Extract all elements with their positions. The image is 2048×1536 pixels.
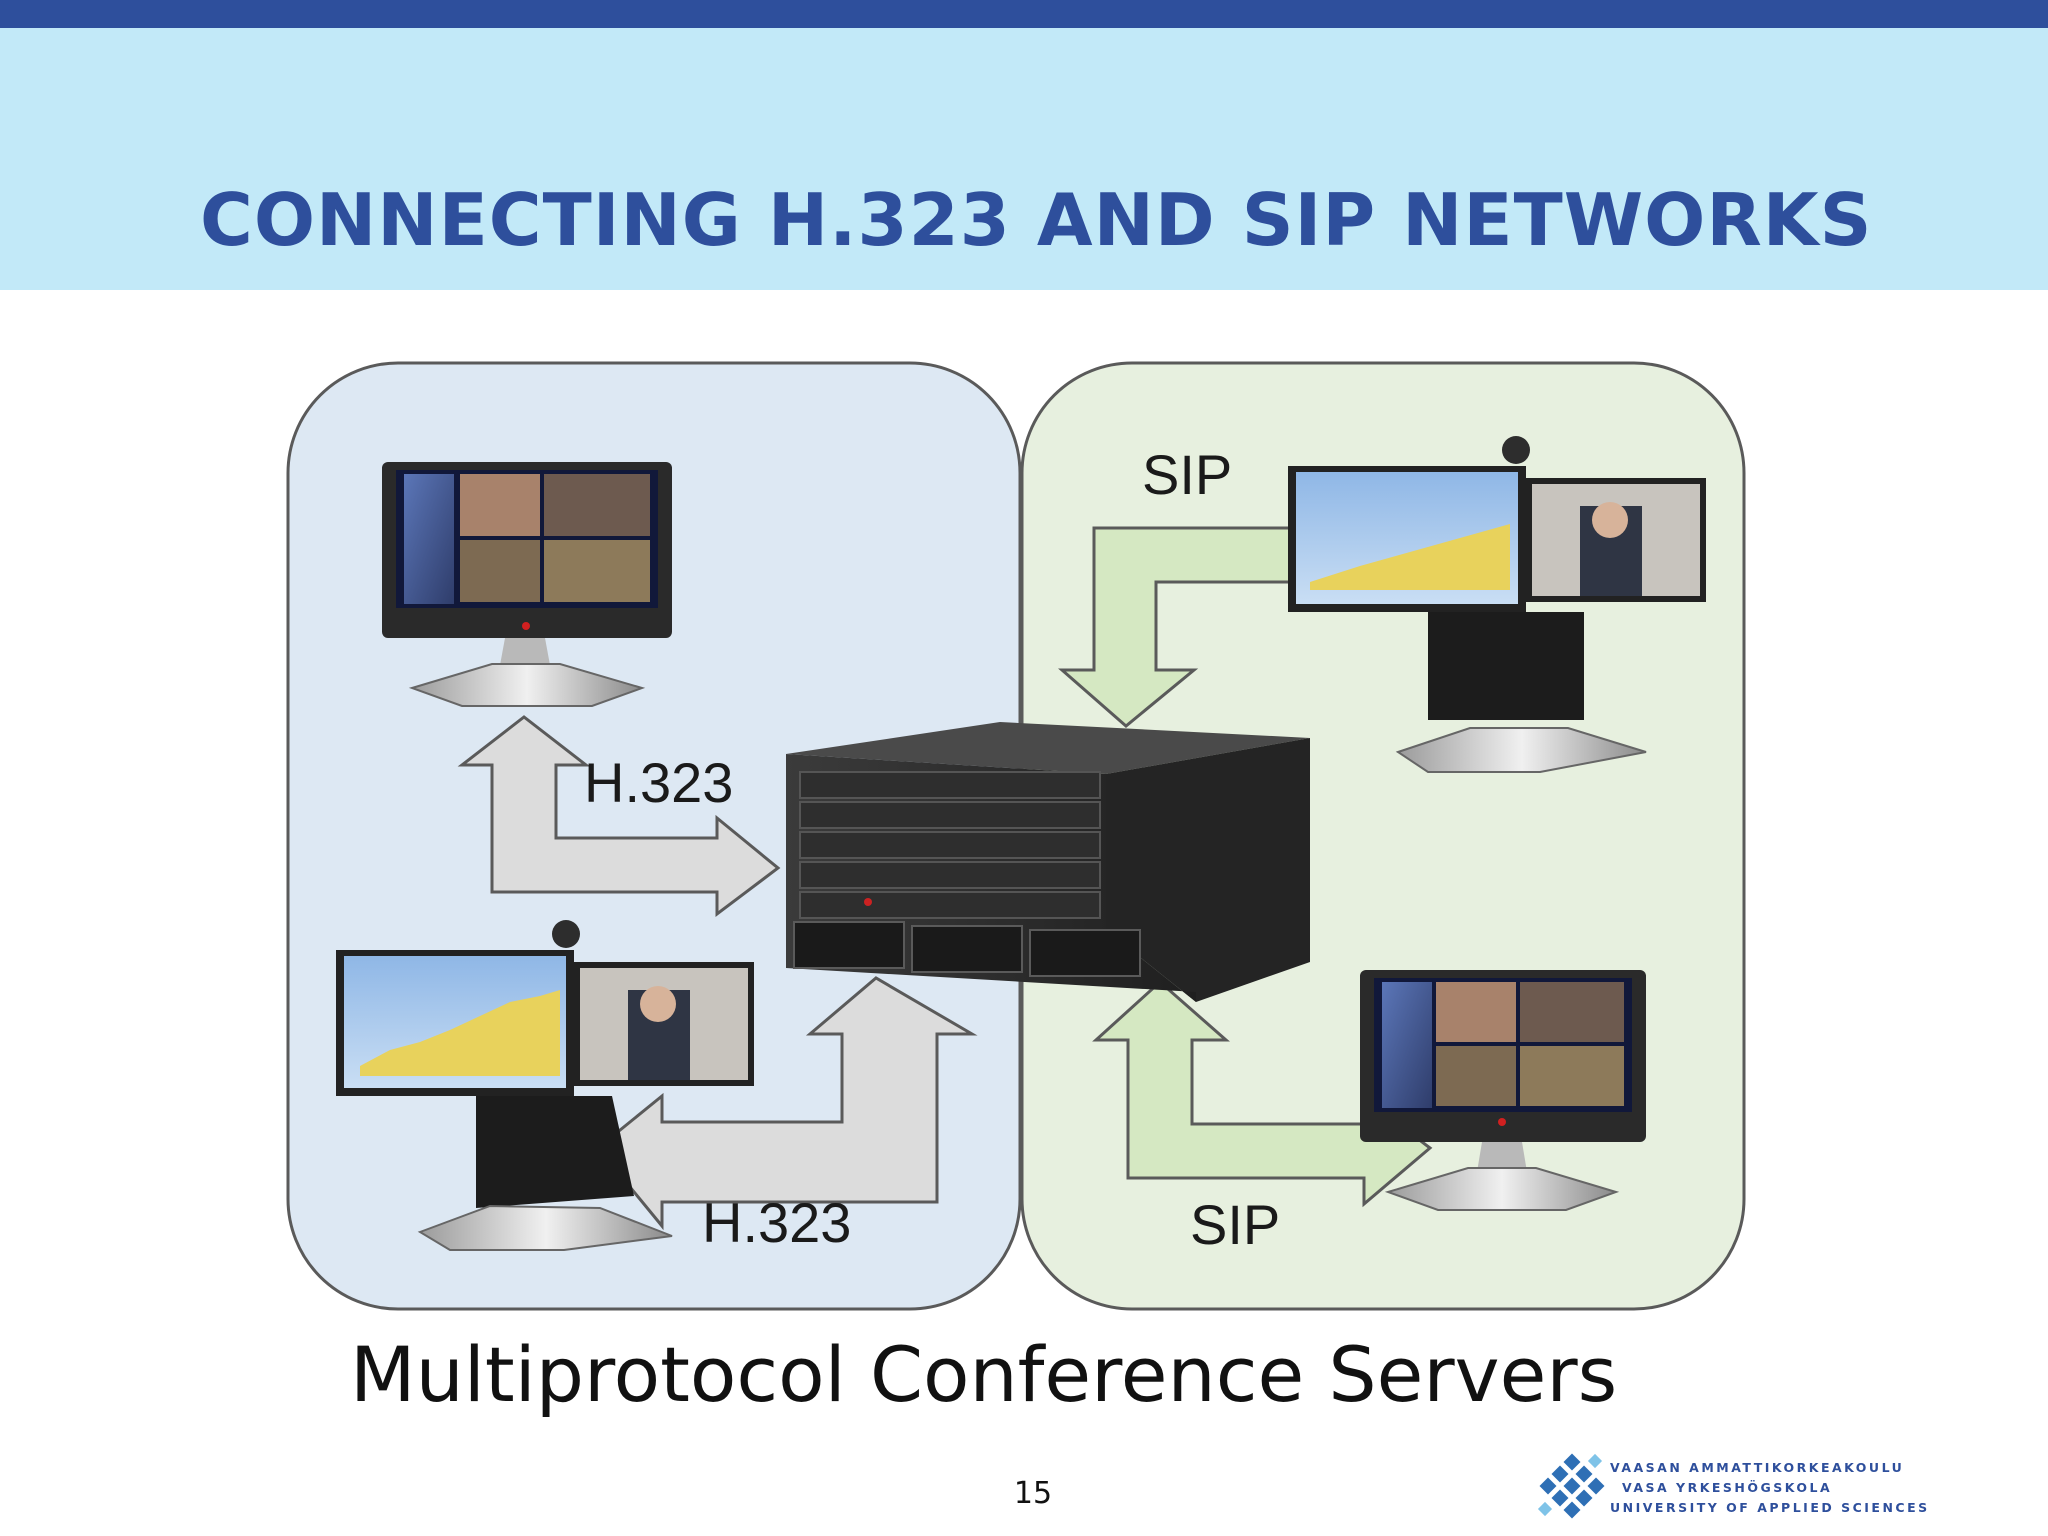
conference-server-chassis bbox=[786, 722, 1310, 1002]
h323-label-bottom: H.323 bbox=[702, 1191, 851, 1254]
header-band bbox=[0, 28, 2048, 290]
diagram-caption: Multiprotocol Conference Servers bbox=[350, 1330, 1618, 1419]
sip-label-bottom: SIP bbox=[1190, 1193, 1280, 1256]
logo-line-swedish: VASA YRKESHÖGSKOLA bbox=[1622, 1480, 1833, 1495]
executive-dual-display-endpoint-sip bbox=[1288, 436, 1706, 773]
diamond-grid-logo-icon bbox=[1537, 1453, 1605, 1519]
sip-label-top: SIP bbox=[1142, 443, 1232, 506]
executive-dual-display-endpoint-h323 bbox=[336, 920, 754, 1251]
desktop-monitor-endpoint-sip bbox=[1360, 970, 1646, 1211]
logo-line-english: UNIVERSITY OF APPLIED SCIENCES bbox=[1610, 1500, 1930, 1515]
logo-line-finnish: VAASAN AMMATTIKORKEAKOULU bbox=[1610, 1460, 1905, 1475]
desktop-monitor-endpoint-h323 bbox=[382, 462, 672, 707]
page-number: 15 bbox=[1013, 1476, 1053, 1511]
top-accent-bar bbox=[0, 0, 2048, 28]
h323-arrow-bottom bbox=[595, 976, 978, 1231]
h323-arrow-top bbox=[457, 715, 781, 918]
university-logo: VAASAN AMMATTIKORKEAKOULU VASA YRKESHÖGS… bbox=[1536, 1452, 1927, 1528]
slide-title: CONNECTING H.323 AND SIP NETWORKS bbox=[200, 178, 1873, 262]
h323-label-top: H.323 bbox=[584, 751, 733, 814]
